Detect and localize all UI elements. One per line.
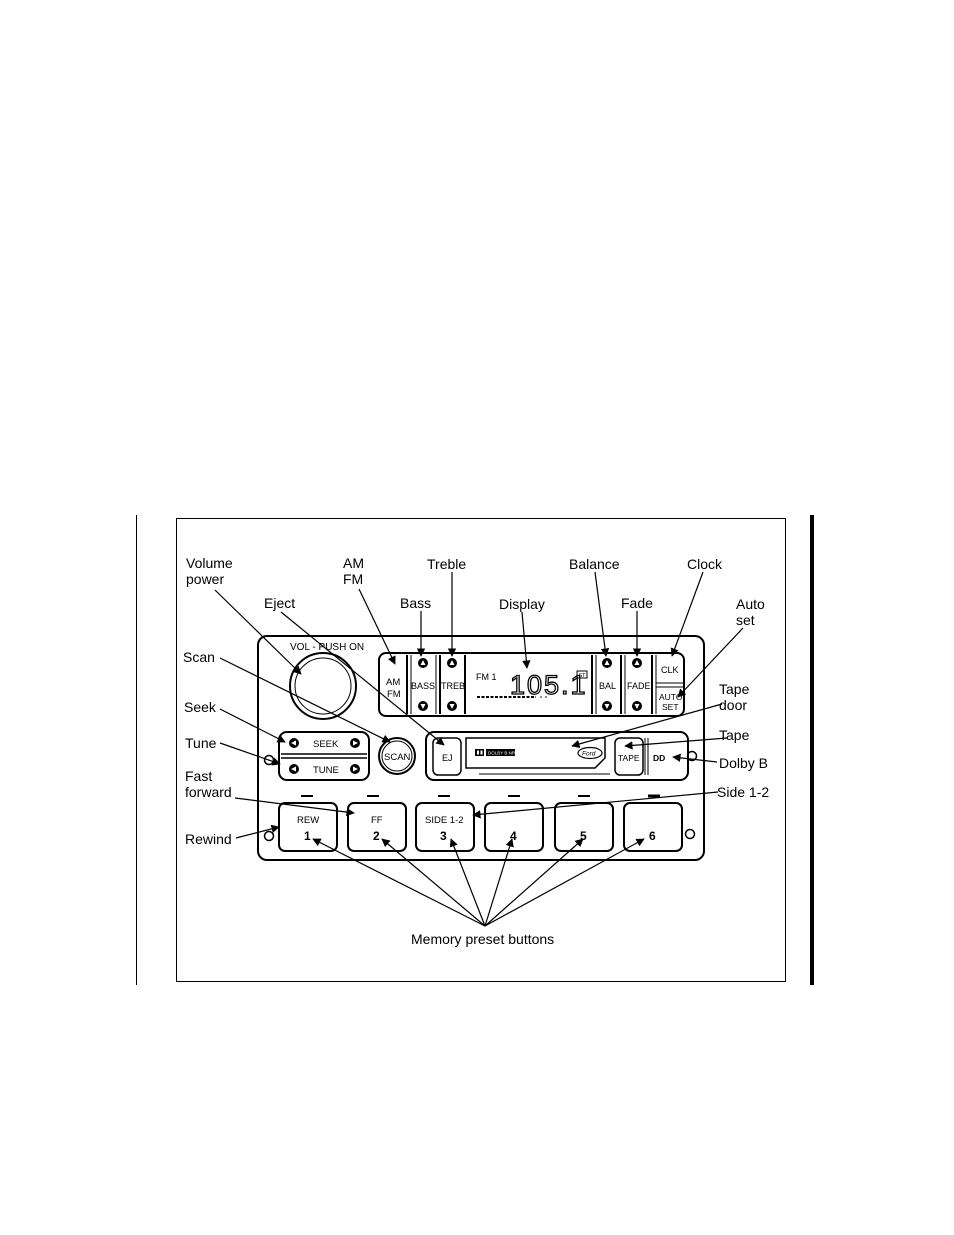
preset-1-top: REW [297, 815, 319, 826]
am-fm-button[interactable]: AM FM [386, 655, 412, 714]
tape-button[interactable]: TAPE [614, 737, 644, 776]
bass-control[interactable]: BASS [411, 655, 441, 714]
preset-button-4[interactable]: 4 [484, 802, 544, 852]
callout-memory-preset-buttons: Memory preset buttons [411, 931, 555, 947]
balance-control[interactable]: BAL [595, 655, 622, 714]
callout-seek: Seek [184, 699, 216, 715]
eject-button[interactable]: EJ [432, 737, 462, 776]
tape-label: TAPE [618, 753, 640, 763]
preset-5-number: 5 [580, 829, 587, 843]
clock-button[interactable]: CLK [656, 665, 683, 688]
fm-label: FM [387, 689, 401, 700]
seek-button[interactable]: SEEK [289, 738, 360, 750]
preset-6-number: 6 [649, 829, 656, 843]
preset-3-number: 3 [440, 829, 447, 843]
callout-balance: Balance [569, 556, 620, 572]
right-margin-bar [810, 515, 814, 985]
seek-label: SEEK [313, 739, 339, 750]
fade-control[interactable]: FADE [624, 655, 657, 714]
preset-button-5[interactable]: 5 [554, 802, 614, 852]
preset-3-top: SIDE 1-2 [425, 815, 464, 826]
callout-tune: Tune [185, 735, 217, 751]
preset-button-3[interactable]: SIDE 1-2 3 [415, 802, 475, 852]
treble-control[interactable]: TREB [441, 655, 466, 714]
radio-faceplate [257, 635, 705, 861]
callout-scan: Scan [183, 649, 215, 665]
scan-label: SCAN [384, 752, 411, 763]
left-margin-rule [136, 515, 137, 985]
eject-label: EJ [442, 753, 453, 763]
frequency-display: FM 1 105.1 ST [476, 655, 593, 714]
preset-4-number: 4 [510, 829, 517, 843]
fade-label: FADE [627, 681, 651, 691]
callout-fade: Fade [621, 595, 653, 611]
display-frequency: 105.1 [510, 670, 588, 700]
callout-eject: Eject [264, 595, 296, 611]
mounting-screw-icon [684, 828, 696, 840]
stereo-indicator: ST [579, 673, 587, 679]
clock-label: CLK [661, 665, 679, 675]
mounting-screw-icon [263, 830, 275, 842]
auto-label: AUTO [659, 692, 683, 702]
preset-2-number: 2 [373, 829, 380, 843]
bass-label: BASS [411, 681, 435, 691]
preset-2-top: FF [371, 815, 383, 826]
auto-set-button[interactable]: AUTO SET [659, 692, 683, 712]
figure-frame [176, 518, 786, 982]
treble-label: TREB [441, 681, 465, 691]
tape-door[interactable]: DOLBY B NR Ford [465, 737, 610, 775]
leader-lines [214, 571, 744, 927]
seek-tune-rocker [278, 731, 370, 781]
ford-logo-icon [577, 746, 603, 760]
callout-bass: Bass [400, 595, 432, 611]
dolby-nr-text: DOLBY B NR [488, 751, 516, 756]
tune-button[interactable]: TUNE [289, 764, 360, 776]
balance-label: BAL [599, 681, 616, 691]
callout-display: Display [499, 596, 545, 612]
dolby-nr-tag [486, 749, 515, 756]
preset-button-2[interactable]: FF 2 [347, 802, 407, 852]
scan-button[interactable]: SCAN [378, 737, 416, 775]
callout-tape: Tape [719, 727, 750, 743]
volume-knob[interactable] [289, 652, 357, 720]
callout-rewind: Rewind [185, 831, 232, 847]
display-band: FM 1 [476, 672, 497, 682]
preset-1-number: 1 [304, 829, 311, 843]
callout-clock: Clock [687, 556, 723, 572]
am-label: AM [386, 677, 400, 688]
upper-control-strip [378, 652, 685, 717]
tune-label: TUNE [313, 765, 339, 776]
set-label: SET [662, 702, 679, 712]
mounting-screw-icon [686, 750, 698, 762]
dolby-logo-icon [475, 749, 484, 756]
volume-knob-caption: VOL - PUSH ON [290, 642, 364, 653]
callout-dolby-b: Dolby B [719, 755, 769, 771]
ford-logo-text: Ford [582, 751, 596, 758]
preset-button-6[interactable]: 6 [623, 802, 683, 852]
dolby-button-label: DD [653, 753, 665, 763]
callout-side-1-2: Side 1-2 [717, 784, 770, 800]
callout-treble: Treble [427, 556, 467, 572]
